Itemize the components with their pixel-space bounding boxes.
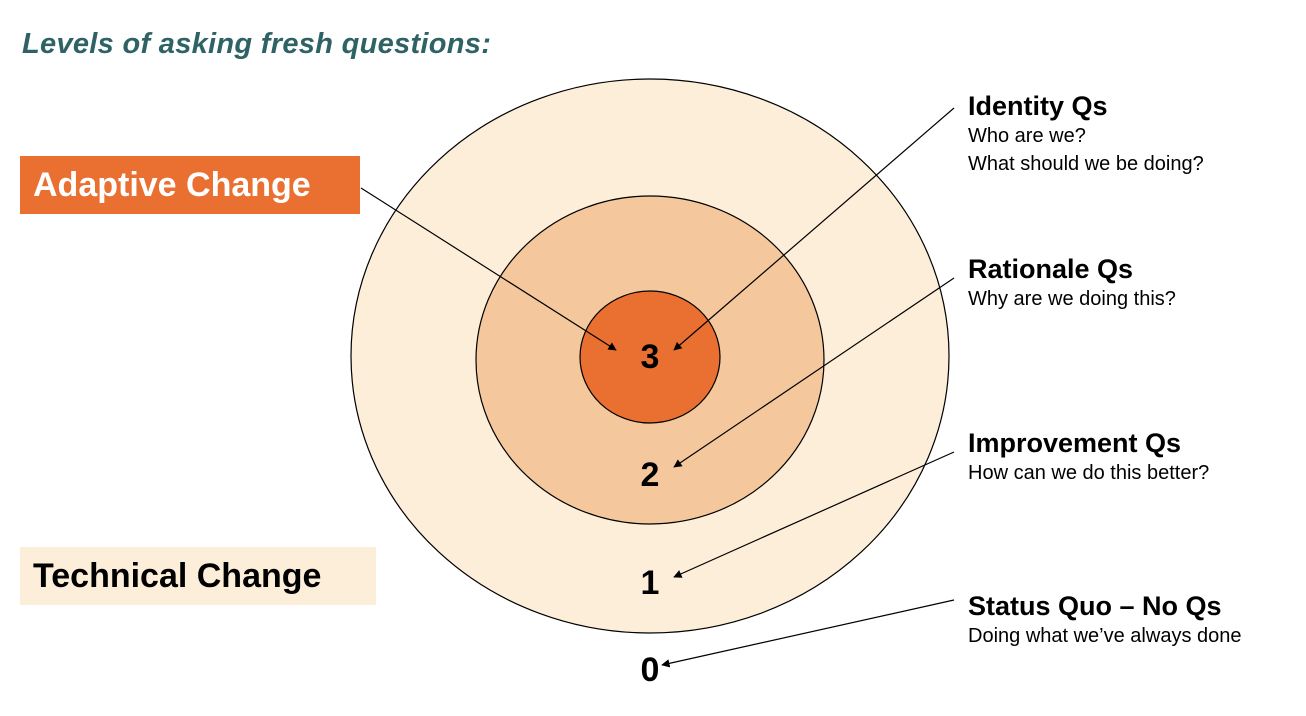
level-number-0: 0 [640, 651, 660, 689]
technical-change-text: Technical Change [33, 556, 322, 595]
level-3-line-2: What should we be doing? [968, 153, 1204, 175]
level-0-heading: Status Quo – No Qs [968, 591, 1222, 621]
level-2-line-1: Why are we doing this? [968, 288, 1176, 310]
level-0-description: Status Quo – No Qs Doing what we’ve alwa… [968, 590, 1242, 650]
page-title: Levels of asking fresh questions: [22, 28, 492, 60]
level-3-line-1: Who are we? [968, 125, 1086, 147]
level-number-1: 1 [640, 564, 660, 602]
level-3-heading: Identity Qs [968, 91, 1108, 121]
level-number-2: 2 [640, 456, 660, 494]
level-0-line-1: Doing what we’ve always done [968, 625, 1242, 647]
level-number-3: 3 [640, 338, 660, 376]
level-1-description: Improvement Qs How can we do this better… [968, 427, 1209, 487]
adaptive-change-label: Adaptive Change [20, 156, 360, 214]
level-1-line-1: How can we do this better? [968, 462, 1210, 484]
inner-circle-level-3 [579, 290, 721, 424]
technical-change-label: Technical Change [20, 547, 376, 605]
arrow-improvement-to-1 [673, 451, 955, 578]
level-2-description: Rationale Qs Why are we doing this? [968, 253, 1176, 313]
level-2-heading: Rationale Qs [968, 254, 1134, 284]
arrow-statusquo-to-0 [661, 599, 955, 668]
arrow-rationale-to-2 [673, 277, 955, 468]
arrow-adaptive-to-3 [360, 187, 617, 351]
level-1-heading: Improvement Qs [968, 428, 1182, 458]
adaptive-change-text: Adaptive Change [33, 165, 311, 204]
level-3-description: Identity Qs Who are we? What should we b… [968, 90, 1204, 178]
arrow-identity-to-3 [673, 107, 955, 351]
